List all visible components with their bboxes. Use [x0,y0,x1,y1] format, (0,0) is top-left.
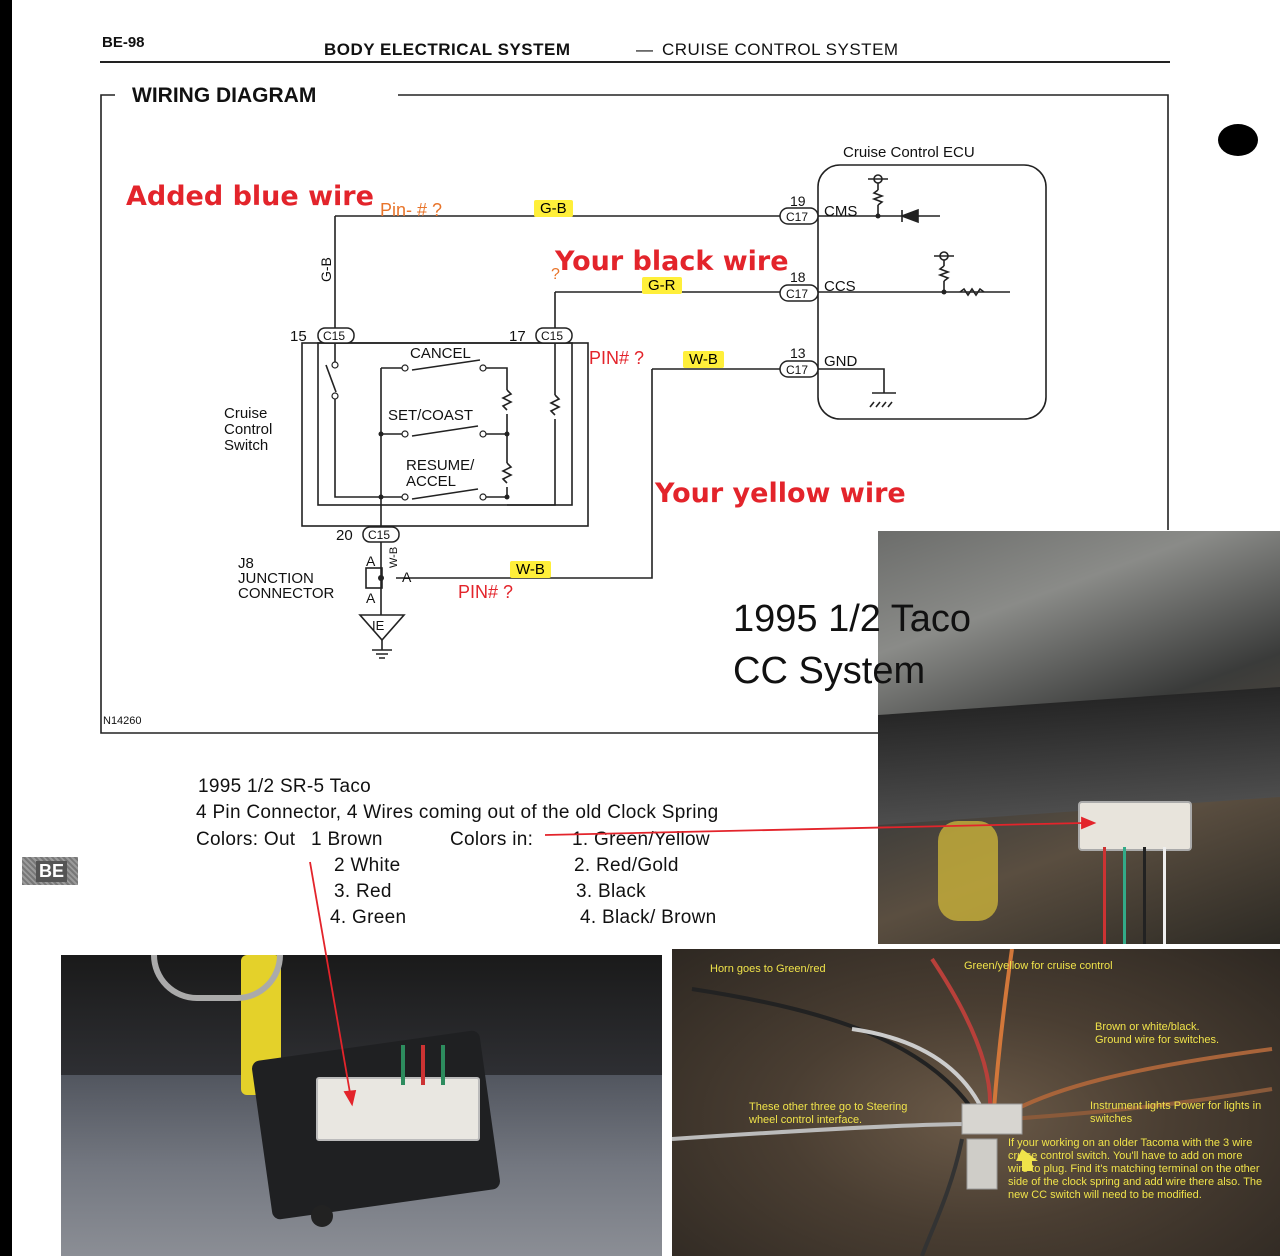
junction-pin-a-right: A [402,569,412,585]
junction-label-2: JUNCTION [238,570,314,587]
header-rule [100,61,1170,63]
note-in-1: 1. Green/Yellow [572,829,710,850]
switch-pin-num-17: 17 [509,328,526,345]
title-dash: — [636,40,653,59]
photo-label-older: If your working on an older Tacoma with … [1008,1137,1263,1201]
note-in-3: 3. Black [576,881,646,902]
annotation-added-blue-wire: Added blue wire [126,181,374,212]
ecu-pin-num-18: 18 [790,269,806,285]
photo-label-horn: Horn goes to Green/red [710,963,826,975]
binder-hole [1218,124,1258,156]
annotation-black-wire: Your black wire [555,246,789,277]
annotation-pin-ccs: ? [551,266,560,283]
switch-label-2: Control [224,421,272,438]
subsystem-title: CRUISE CONTROL SYSTEM [662,40,899,59]
switch-label-1: Cruise [224,405,267,422]
photo-wire-harness: Horn goes to Green/red Green/yellow for … [672,949,1280,1256]
note-colors-out-label: Colors: Out [196,829,296,850]
wire-label-wb-junction: W-B [510,561,551,578]
wire-label-gr: G-R [642,277,682,294]
wiring-diagram: WIRING DIAGRAM Cruise Control ECU 19 C17… [100,84,1169,734]
connector-plug-white [1078,801,1192,851]
ecu-pin-conn-18: C17 [786,287,808,301]
note-line1: 1995 1/2 SR-5 Taco [198,776,371,797]
page-id: BE-98 [102,34,145,51]
note-out-1: 1 Brown [311,829,383,850]
switch-item-set-coast: SET/COAST [388,407,473,424]
switch-pin-conn-20: C15 [368,528,390,542]
note-in-2: 2. Red/Gold [574,855,679,876]
diagram-title: WIRING DIAGRAM [132,84,316,107]
switch-label-3: Switch [224,437,268,454]
ecu-pin-conn-19: C17 [786,210,808,224]
system-title: BODY ELECTRICAL SYSTEM [324,40,571,59]
wire-wb-vertical: W-B [388,547,400,568]
junction-label-3: CONNECTOR [238,585,335,602]
figure-id: N14260 [103,715,142,727]
switch-pin-conn-15: C15 [323,329,345,343]
ecu-pin-name-cms: CMS [824,203,857,220]
switch-item-cancel: CANCEL [410,345,471,362]
wire-gb-vertical: G-B [318,257,334,282]
switch-item-resume: RESUME/ [406,457,475,474]
ecu-pin-conn-13: C17 [786,363,808,377]
junction-label-1: J8 [238,555,254,572]
annotation-yellow-wire: Your yellow wire [655,478,906,509]
junction-pin-a-bottom: A [366,590,376,606]
annotation-pin-junction: PIN# ? [458,582,514,602]
note-out-2: 2 White [334,855,401,876]
ground-label: IE [372,618,385,633]
note-out-3: 3. Red [334,881,392,902]
switch-pin-num-20: 20 [336,527,353,544]
note-out-4: 4. Green [330,907,407,928]
junction-pin-a-top: A [366,553,376,569]
ecu-pin-num-19: 19 [790,193,806,209]
photo-steering-connector [61,955,662,1256]
photo-label-cruise: Green/yellow for cruise control [964,960,1113,972]
switch-item-accel: ACCEL [406,473,456,490]
wire-label-wb-ecu: W-B [683,351,724,368]
photo-label-instrument: Instrument lights Power for lights in sw… [1090,1100,1262,1125]
photo-label-other-three: These other three go to Steering wheel c… [749,1101,908,1126]
photo-label-ground: Brown or white/black. Ground wire for sw… [1095,1021,1220,1046]
annotation-pin-gnd: PIN# ? [589,348,645,368]
scan-border [0,0,12,1256]
switch-pin-num-15: 15 [290,328,307,345]
annotation-pin-cms: Pin- # ? [380,200,443,220]
wire-label-gb: G-B [534,200,573,217]
ecu-pin-name-gnd: GND [824,353,858,370]
photo-clock-spring-connector [878,531,1280,944]
section-tab-label: BE [36,861,68,882]
ecu-pin-name-ccs: CCS [824,278,856,295]
note-colors-in-label: Colors in: [450,829,534,850]
ecu-pin-num-13: 13 [790,345,806,361]
taco-title-line2: CC System [733,650,926,692]
ecu-label: Cruise Control ECU [843,144,975,161]
note-line2: 4 Pin Connector, 4 Wires coming out of t… [196,802,719,823]
taco-title-line1: 1995 1/2 Taco [733,598,972,640]
connector-plug-white [316,1077,480,1141]
note-in-4: 4. Black/ Brown [580,907,717,928]
switch-pin-conn-17: C15 [541,329,563,343]
